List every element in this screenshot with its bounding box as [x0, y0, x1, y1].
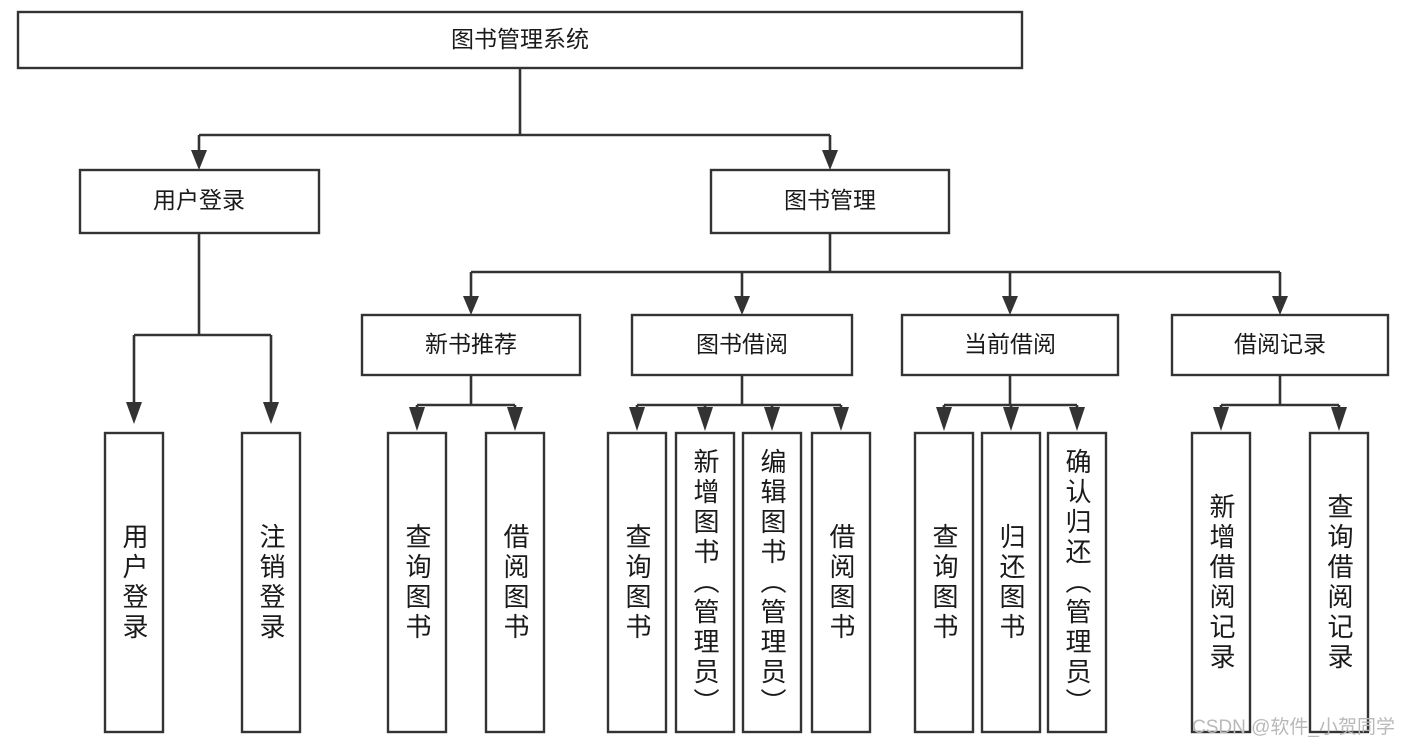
node-root[interactable]: [16, 10, 1024, 70]
leaf-box-user-login-1[interactable]: [240, 431, 302, 734]
arrow-borrow-leaf-2: [697, 407, 713, 431]
node-layer: 图书管理系统 用户登录 图书管理 新书推荐 图书借阅 当前借阅 借阅记录: [16, 10, 1390, 734]
arrow-root-to-book-manage: [822, 150, 838, 170]
node-book-borrow-label: 图书借阅: [696, 331, 788, 357]
arrow-bookmanage-to-newbook: [463, 296, 479, 315]
arrow-bookmanage-to-borrow: [734, 296, 750, 315]
leaf-box-book-borrow-1[interactable]: [674, 431, 736, 734]
arrow-newbook-leaf-2: [507, 407, 523, 431]
leaf-box-borrow-record-0[interactable]: [1190, 431, 1252, 734]
node-new-book-rec[interactable]: [360, 313, 582, 377]
arrow-record-leaf-1: [1213, 407, 1229, 431]
leaf-box-user-login-0[interactable]: [103, 431, 165, 734]
node-current-borrow-label: 当前借阅: [964, 331, 1056, 357]
node-book-manage-label: 图书管理: [784, 187, 876, 213]
arrow-userlogin-leaf-1: [126, 402, 142, 424]
node-root-label: 图书管理系统: [451, 26, 589, 52]
node-book-manage[interactable]: [709, 168, 951, 235]
node-borrow-record[interactable]: [1170, 313, 1390, 377]
node-borrow-record-label: 借阅记录: [1234, 331, 1326, 357]
leaf-box-current-borrow-0[interactable]: [913, 431, 975, 734]
arrow-borrow-leaf-4: [833, 407, 849, 431]
csdn-watermark: CSDN @软件_小贺同学: [1192, 717, 1395, 738]
arrow-current-leaf-1: [936, 407, 952, 431]
leaf-box-book-borrow-3[interactable]: [810, 431, 872, 734]
node-user-login-label: 用户登录: [153, 187, 245, 213]
arrow-borrow-leaf-1: [629, 407, 645, 431]
node-user-login[interactable]: [78, 168, 321, 235]
leaf-box-book-borrow-0[interactable]: [606, 431, 668, 734]
arrow-borrow-leaf-3: [764, 407, 780, 431]
arrow-bookmanage-to-record: [1272, 296, 1288, 315]
connector-layer: [126, 68, 1347, 431]
arrow-bookmanage-to-current: [1002, 296, 1018, 315]
leaf-box-book-borrow-2[interactable]: [741, 431, 803, 734]
node-new-book-rec-label: 新书推荐: [425, 331, 517, 357]
arrow-root-to-user-login: [191, 150, 207, 170]
arrow-current-leaf-3: [1069, 407, 1085, 431]
node-current-borrow[interactable]: [900, 313, 1120, 377]
leaf-box-current-borrow-2[interactable]: [1046, 431, 1108, 734]
arrow-current-leaf-2: [1003, 407, 1019, 431]
node-book-borrow[interactable]: [630, 313, 854, 377]
arrow-newbook-leaf-1: [409, 407, 425, 431]
leaf-box-borrow-record-1[interactable]: [1308, 431, 1370, 734]
arrow-userlogin-leaf-2: [263, 402, 279, 424]
leaf-box-current-borrow-1[interactable]: [980, 431, 1042, 734]
leaf-box-new-book-rec-1[interactable]: [484, 431, 546, 734]
arrow-record-leaf-2: [1331, 407, 1347, 431]
leaf-box-new-book-rec-0[interactable]: [386, 431, 448, 734]
